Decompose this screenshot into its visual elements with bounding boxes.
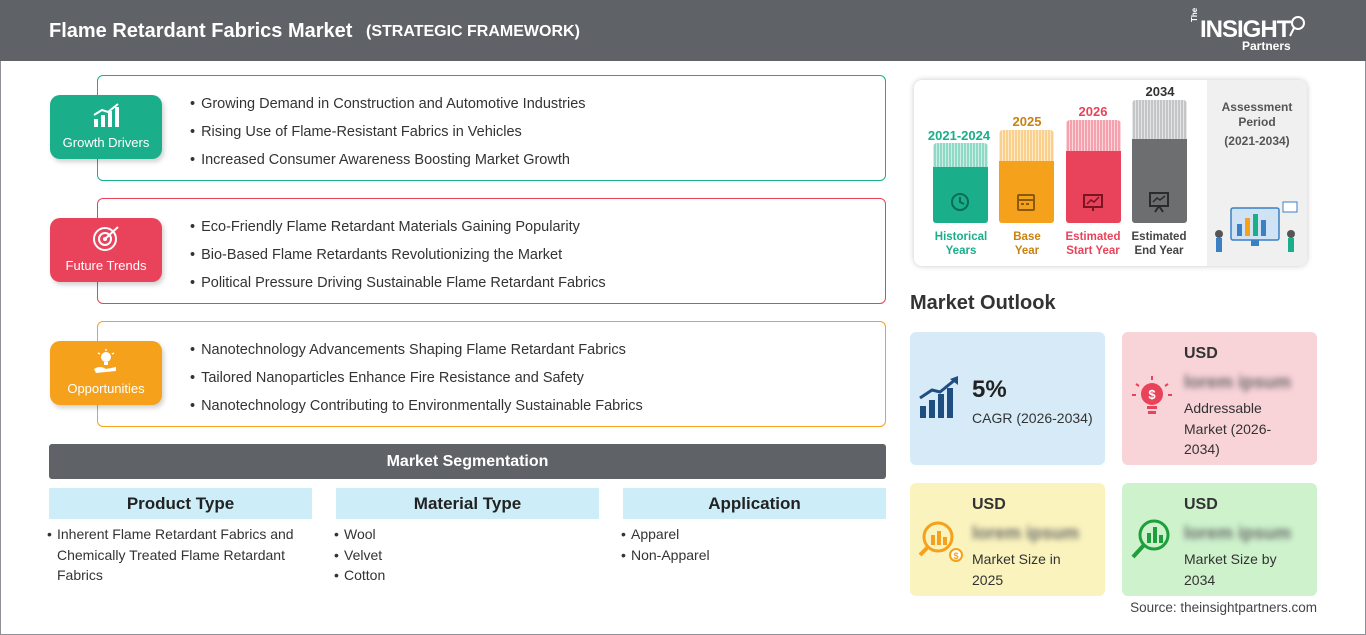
svg-text:$: $ [1148, 387, 1156, 402]
lightbulb-hand-icon [94, 349, 116, 373]
list-item: Nanotechnology Advancements Shaping Flam… [190, 340, 643, 368]
svg-text:$: $ [953, 551, 958, 561]
timeline-label-start: Estimated [1065, 231, 1121, 243]
list-item: Wool [334, 524, 534, 545]
market-segmentation-title: Market Segmentation [49, 444, 886, 479]
timeline-bar-historical [933, 143, 988, 223]
calendar-icon [1017, 194, 1035, 211]
segment-heading-material-type: Material Type [336, 488, 599, 519]
money-bulb-icon: $ [1132, 376, 1172, 414]
cagr-box: 5% CAGR (2026-2034) [910, 332, 1105, 465]
size-2025-value: lorem ipsum [972, 523, 1080, 543]
list-item: Rising Use of Flame-Resistant Fabrics in… [190, 122, 586, 150]
presentation-icon [1149, 192, 1169, 213]
timeline-year-start: 2026 [1078, 104, 1108, 119]
list-item: Fabrics [57, 567, 103, 583]
timeline-bar-start [1066, 120, 1121, 223]
list-item: Non-Apparel [621, 545, 821, 566]
size-2034-usd: USD [1184, 496, 1218, 513]
list-item: Growing Demand in Construction and Autom… [190, 94, 585, 122]
opportunities-card: Nanotechnology Advancements Shaping Flam… [97, 321, 886, 427]
page-subtitle: (STRATEGIC FRAMEWORK) [366, 23, 580, 40]
growth-chart-icon [919, 376, 958, 418]
chart-screen-icon [1083, 194, 1103, 211]
timeline-sublabel-base: Year [1014, 245, 1040, 257]
growth-drivers-badge: Growth Drivers [50, 95, 162, 159]
future-trends-label: Future Trends [65, 258, 147, 273]
insight-partners-logo: The INSIGHT Partners [1190, 8, 1310, 54]
cagr-label: CAGR (2026-2034) [972, 410, 1093, 426]
assessment-period: Assessment Period (2021-2034) [1207, 80, 1307, 266]
addressable-market-box: $ USD lorem ipsum Addressable Market (20… [1122, 332, 1317, 465]
product-type-list: Inherent Flame Retardant Fabrics and Che… [47, 524, 317, 586]
future-trends-badge: Future Trends [50, 218, 162, 282]
timeline-year-historical: 2021-2024 [927, 128, 991, 143]
size-2025-usd: USD [972, 496, 1006, 513]
magnifier-coin-icon: $ [918, 521, 963, 562]
analytics-illustration-icon [1215, 201, 1298, 252]
list-item: Increased Consumer Awareness Boosting Ma… [190, 150, 586, 178]
market-outlook-title: Market Outlook [910, 292, 1056, 314]
growth-drivers-label: Growth Drivers [62, 135, 150, 150]
future-trends-list: Eco-Friendly Flame Retardant Materials G… [190, 217, 606, 301]
list-item: Political Pressure Driving Sustainable F… [190, 273, 606, 301]
timeline-bar-end [1132, 100, 1187, 223]
timeline-year-end: 2034 [1145, 84, 1175, 99]
timeline-sublabel-historical: Years [945, 245, 977, 257]
timeline-label-base: Base [1013, 231, 1041, 243]
market-size-2025-box: $ USD lorem ipsum Market Size in 2025 [910, 483, 1105, 596]
addressable-label-3: 2034) [1184, 441, 1220, 457]
assessment-period-label: Period [1238, 115, 1276, 129]
list-item: Velvet [334, 545, 534, 566]
size-2034-label-2: 2034 [1184, 571, 1216, 588]
size-2034-label-1: Market Size by [1184, 551, 1277, 567]
bar-growth-icon [93, 103, 119, 127]
future-trends-card: Eco-Friendly Flame Retardant Materials G… [97, 198, 886, 304]
growth-drivers-card: Growing Demand in Construction and Autom… [97, 75, 886, 181]
list-item: Tailored Nanoparticles Enhance Fire Resi… [190, 368, 643, 396]
addressable-label-2: Market (2026- [1184, 420, 1272, 437]
segment-heading-application: Application [623, 488, 886, 519]
list-item: Inherent Flame Retardant Fabrics and [47, 524, 317, 545]
timeline-label-historical: Historical [934, 231, 988, 243]
addressable-label-1: Addressable [1184, 400, 1262, 416]
list-item: Eco-Friendly Flame Retardant Materials G… [190, 217, 606, 245]
material-type-list: Wool Velvet Cotton [334, 524, 534, 586]
list-item: Bio-Based Flame Retardants Revolutionizi… [190, 245, 606, 273]
list-item: Apparel [621, 524, 821, 545]
page-title: Flame Retardant Fabrics Market [49, 20, 353, 42]
magnifier-chart-icon [1131, 519, 1170, 559]
list-item: Nanotechnology Contributing to Environme… [190, 396, 643, 424]
opportunities-badge: Opportunities [50, 341, 162, 405]
source-note: Source: theinsightpartners.com [1130, 600, 1317, 615]
growth-drivers-list: Growing Demand in Construction and Autom… [190, 94, 586, 178]
header-bar: Flame Retardant Fabrics Market (STRATEGI… [0, 0, 1366, 61]
addressable-usd: USD [1184, 345, 1218, 362]
opportunities-label: Opportunities [67, 381, 145, 396]
history-icon [951, 193, 969, 211]
timeline-sublabel-start: Start Year [1066, 245, 1120, 257]
size-2025-label-2: 2025 [972, 571, 1004, 588]
list-item: Cotton [334, 565, 534, 586]
opportunities-list: Nanotechnology Advancements Shaping Flam… [190, 340, 643, 424]
application-list: Apparel Non-Apparel [621, 524, 821, 565]
size-2034-value: lorem ipsum [1184, 523, 1292, 543]
target-icon [93, 226, 119, 251]
timeline-year-base: 2025 [1012, 114, 1042, 129]
cagr-value: 5% [972, 376, 1007, 403]
market-size-2034-box: USD lorem ipsum Market Size by 2034 [1122, 483, 1317, 596]
logo-bulb-icon [1289, 16, 1305, 37]
list-item: Chemically Treated Flame Retardant [57, 546, 285, 563]
timeline-bar-base [999, 130, 1054, 223]
assessment-label: Assessment [1221, 100, 1293, 114]
addressable-value: lorem ipsum [1184, 372, 1292, 392]
size-2025-label-1: Market Size in [972, 551, 1061, 567]
segment-heading-product-type: Product Type [49, 488, 312, 519]
timeline-label-end: Estimated [1131, 231, 1187, 243]
timeline-sublabel-end: End Year [1134, 245, 1184, 257]
assessment-range: (2021-2034) [1224, 134, 1290, 148]
